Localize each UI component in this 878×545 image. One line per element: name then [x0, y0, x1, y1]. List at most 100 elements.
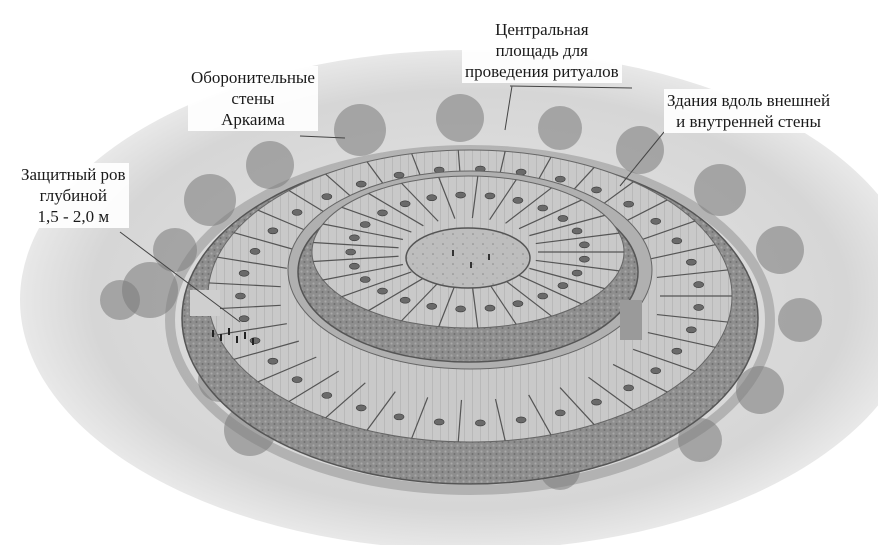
label-buildings-line-1: Здания вдоль внешней: [667, 91, 831, 110]
inner-house-partition: [341, 271, 412, 298]
outer-house-hearth: [249, 248, 261, 255]
outer-house-hearth: [693, 304, 704, 311]
label-moat-line-2: глубиной: [39, 186, 107, 205]
outer-house-partition: [632, 348, 696, 372]
inner-house-hearth: [399, 296, 411, 304]
inner-house-partition: [518, 274, 582, 305]
inner-house-hearth: [426, 303, 438, 310]
inner-house-hearth: [345, 248, 357, 256]
outer-house-hearth: [693, 281, 704, 288]
inner-house-partition: [368, 192, 424, 227]
inner-house-hearth: [399, 200, 411, 208]
outer-house-partition: [233, 340, 299, 360]
label-walls-line-2: стены: [231, 89, 275, 108]
outer-house-partition: [257, 356, 317, 383]
inner-house-partition: [401, 182, 439, 222]
label-square-line-2: площадь для: [495, 41, 588, 60]
outer-house-partition: [559, 387, 595, 425]
outer-house-hearth: [591, 186, 602, 194]
inner-house-hearth: [349, 262, 360, 270]
outer-house-partition: [288, 370, 340, 403]
leader-buildings: [619, 131, 665, 187]
outer-house-hearth: [393, 413, 405, 421]
outer-house-hearth: [623, 200, 634, 208]
outer-house-partition: [656, 313, 728, 323]
inner-house-partition: [505, 187, 552, 224]
inner-house-partition: [438, 285, 456, 327]
outer-house-hearth: [291, 376, 303, 383]
outer-house-hearth: [671, 237, 683, 245]
tree: [778, 298, 822, 342]
inner-house-hearth: [455, 305, 466, 313]
inner-house-hearth: [557, 282, 569, 289]
outer-house-partition: [457, 399, 463, 442]
inner-house-hearth: [579, 241, 590, 249]
inner-house-partition: [505, 280, 552, 317]
inner-house-partition: [438, 177, 456, 219]
inner-house-hearth: [426, 194, 438, 201]
inner-house-hearth: [571, 269, 583, 277]
outer-house-partition: [366, 391, 396, 431]
inner-house-partition: [313, 241, 399, 249]
inner-house-hearth: [557, 215, 569, 222]
outer-house-hearth: [433, 418, 445, 426]
inner-house-partition: [535, 232, 620, 245]
inner-house-hearth: [484, 192, 496, 200]
label-buildings: Здания вдоль внешней и внутренней стены: [664, 89, 834, 133]
inner-house-hearth: [537, 204, 549, 212]
inner-house-hearth: [349, 234, 360, 242]
label-moat-line-1: Защитный ров: [21, 165, 126, 184]
inner-house-hearth: [377, 209, 388, 217]
outer-house-partition: [209, 304, 281, 310]
outer-house-hearth: [238, 270, 250, 277]
leader-walls: [299, 135, 346, 139]
tree: [616, 126, 664, 174]
outer-house-partition: [588, 376, 634, 411]
outer-house-hearth: [650, 367, 662, 375]
inner-house-partition: [489, 284, 517, 325]
leader-square: [504, 85, 633, 131]
tree: [678, 418, 722, 462]
west-gate: [190, 290, 220, 316]
outer-house-hearth: [554, 409, 566, 417]
tree: [153, 228, 197, 272]
outer-house-partition: [647, 331, 716, 348]
tree: [436, 94, 484, 142]
outer-house-hearth: [623, 384, 634, 392]
outer-house-hearth: [515, 416, 527, 424]
outer-house-hearth: [291, 209, 303, 216]
inner-house-partition: [322, 223, 404, 241]
inner-house-partition: [368, 277, 424, 312]
label-moat-line-3: 1,5 - 2,0 м: [37, 207, 110, 226]
inner-house-hearth: [484, 304, 496, 312]
inner-house-partition: [518, 199, 582, 230]
leader-moat: [119, 231, 241, 323]
label-central-square: Центральная площадь для проведения ритуа…: [462, 18, 622, 83]
tree: [100, 280, 140, 320]
inner-house-hearth: [512, 197, 524, 204]
tree: [246, 141, 294, 189]
inner-house-hearth: [455, 191, 466, 199]
outer-house-hearth: [267, 357, 279, 365]
tree: [694, 164, 746, 216]
outer-house-hearth: [671, 347, 683, 355]
outer-house-hearth: [235, 292, 246, 300]
outer-house-hearth: [686, 326, 697, 334]
outer-house-hearth: [238, 315, 250, 322]
inner-house-partition: [529, 214, 605, 237]
inner-house-partition: [471, 176, 479, 219]
inner-house-partition: [535, 259, 620, 272]
label-defensive-walls: Оборонительные стены Аркаима: [188, 66, 318, 131]
outer-house-partition: [647, 244, 716, 261]
outer-house-hearth: [393, 171, 405, 179]
outer-house-hearth: [650, 217, 662, 225]
outer-house-partition: [612, 363, 668, 393]
inner-house-hearth: [579, 255, 590, 263]
tree: [538, 106, 582, 150]
outer-house-hearth: [321, 392, 333, 399]
inner-house-hearth: [537, 292, 549, 300]
inner-house-hearth: [359, 276, 371, 283]
outer-house-hearth: [355, 404, 367, 412]
